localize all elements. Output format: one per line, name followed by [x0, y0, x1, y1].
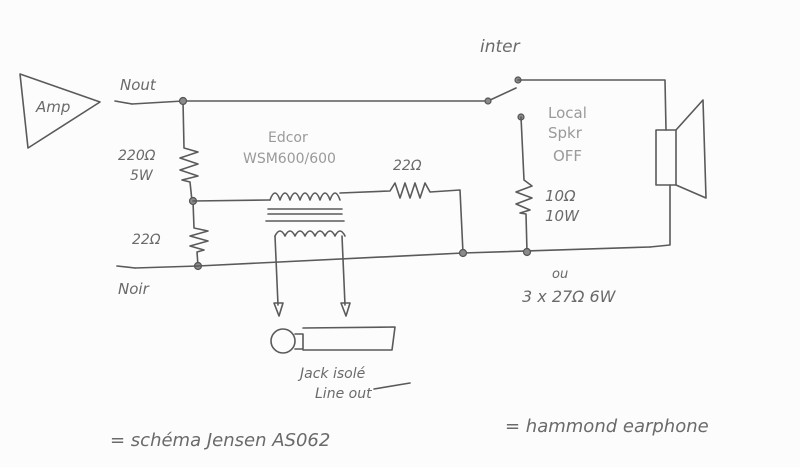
local-label: OFF — [553, 147, 582, 165]
amp-symbol — [19, 73, 101, 149]
resistor-22 — [189, 200, 209, 267]
speaker-cone — [675, 99, 707, 199]
bottom-wire — [134, 246, 651, 269]
transformer-model-label: WSM600/600 — [243, 151, 336, 167]
transformer-brand-label: Edcor — [268, 130, 308, 146]
r3-label: 22Ω — [393, 158, 422, 174]
switch-lever — [487, 87, 517, 102]
hot-label: Nout — [120, 76, 157, 94]
jack-label: Jack isolé — [297, 366, 366, 382]
alt-value-label: 3 x 27Ω 6W — [522, 287, 617, 306]
node — [458, 248, 468, 258]
speaker-wire — [517, 79, 667, 131]
r2-label: 22Ω — [132, 232, 161, 248]
arrow-icon — [273, 302, 351, 317]
jack-barrel — [294, 326, 396, 351]
ground-label: Noir — [118, 280, 150, 298]
resistor-220 — [179, 100, 199, 202]
r1-label: 220Ω — [118, 148, 156, 164]
primary-wire — [192, 199, 271, 202]
local-label: Spkr — [548, 124, 583, 142]
switch-contact — [484, 97, 492, 105]
ground-terminal — [116, 265, 136, 269]
note-right: = hammond earphone — [505, 416, 709, 437]
r4-label: 10Ω — [545, 187, 576, 205]
r1-power-label: 5W — [130, 168, 154, 184]
node — [178, 96, 188, 106]
local-label: Local — [548, 104, 587, 122]
resistor-10 — [515, 116, 533, 253]
transformer-secondary — [274, 230, 346, 237]
secondary-lead — [274, 235, 346, 306]
note-left: = schéma Jensen AS062 — [110, 430, 330, 451]
resistor-22-series — [339, 182, 464, 254]
switch-label: inter — [480, 37, 521, 57]
transformer-core — [265, 208, 345, 222]
hot-terminal — [114, 100, 133, 105]
transformer-primary — [269, 192, 341, 201]
jack-label: Line out — [315, 386, 372, 402]
speaker-return-wire — [649, 184, 671, 248]
jack-icon — [270, 328, 296, 354]
node — [522, 247, 532, 257]
r4-power-label: 10W — [545, 207, 580, 225]
jack-pointer — [373, 382, 411, 390]
alt-label: ou — [552, 267, 568, 282]
amp-label: Amp — [35, 98, 70, 116]
speaker-icon — [655, 129, 677, 186]
